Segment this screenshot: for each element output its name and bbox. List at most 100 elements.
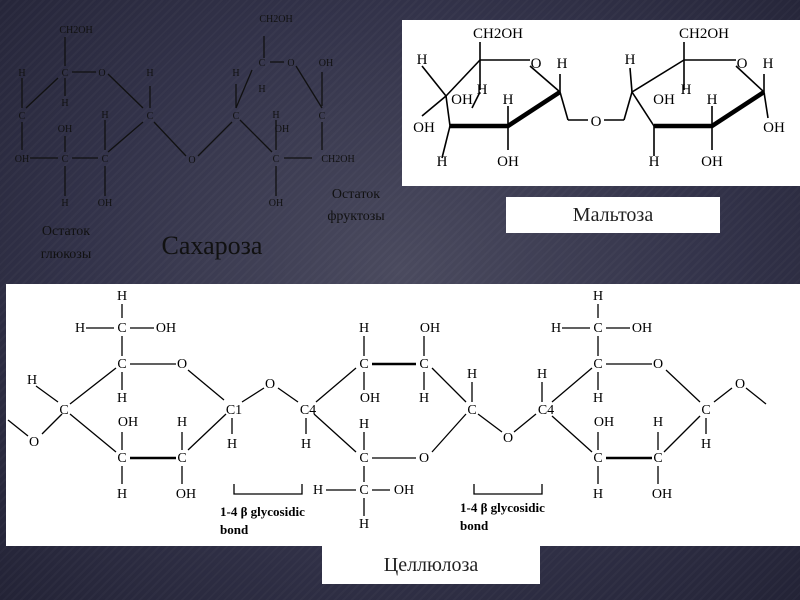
glucose-c: C — [147, 111, 154, 122]
cellulose-c: C — [653, 451, 662, 466]
glucose-oh: OH — [15, 154, 29, 165]
maltose-caption: Мальтоза — [506, 197, 720, 233]
fructose-c: C — [259, 58, 266, 69]
cellulose-c4: C4 — [538, 403, 554, 418]
cellulose-c: C — [359, 483, 368, 498]
cellulose-glycosidic-o: O — [265, 377, 275, 392]
cellulose-h: H — [701, 437, 711, 452]
maltose-h: H — [681, 82, 692, 98]
cellulose-c1: C1 — [226, 403, 242, 418]
cellulose-h: H — [593, 391, 603, 406]
cellulose-o: O — [735, 377, 745, 392]
maltose-h: H — [477, 82, 488, 98]
cellulose-oh: OH — [420, 321, 440, 336]
cellulose-c: C — [59, 403, 68, 418]
cellulose-oh: OH — [632, 321, 652, 336]
glucose-oh: OH — [98, 198, 112, 209]
maltose-oh: OH — [653, 92, 675, 108]
maltose-ch2oh: CH2OH — [679, 26, 729, 42]
glucose-oh: OH — [58, 124, 72, 135]
cellulose-h: H — [75, 321, 85, 336]
cellulose-h: H — [227, 437, 237, 452]
glucose-residue-label: Остаток — [42, 224, 90, 239]
cellulose-ring-o: O — [177, 357, 187, 372]
cellulose-h: H — [653, 415, 663, 430]
maltose-ring-o: O — [531, 56, 542, 72]
cellulose-c: C — [467, 403, 476, 418]
fructose-h: H — [258, 84, 265, 95]
glucose-h: H — [101, 110, 108, 121]
fructose-oh: OH — [275, 124, 289, 135]
cellulose-c: C — [117, 451, 126, 466]
sucrose-diagram: CH2OH C O H H H C C OH H OH C C H OH O C… — [15, 14, 386, 262]
fructose-ch2oh: CH2OH — [259, 14, 292, 25]
cellulose-c: C — [177, 451, 186, 466]
cellulose-oh: OH — [594, 415, 614, 430]
cellulose-oh: OH — [176, 487, 196, 502]
fructose-c: C — [319, 111, 326, 122]
glucose-h: H — [61, 98, 68, 109]
glucose-h: H — [146, 68, 153, 79]
maltose-panel — [402, 20, 800, 186]
cellulose-c: C — [359, 357, 368, 372]
cellulose-h: H — [117, 289, 127, 304]
cellulose-h: H — [301, 437, 311, 452]
cellulose-oh: OH — [652, 487, 672, 502]
glucose-ring-o: O — [98, 68, 105, 79]
bond-label-1: 1-4 β glycosidic — [220, 504, 305, 519]
maltose-h: H — [649, 154, 660, 170]
cellulose-oh: OH — [118, 415, 138, 430]
glucose-h: H — [61, 198, 68, 209]
cellulose-h: H — [359, 417, 369, 432]
cellulose-c: C — [593, 451, 602, 466]
maltose-oh: OH — [413, 120, 435, 136]
maltose-h: H — [503, 92, 514, 108]
cellulose-c: C — [359, 451, 368, 466]
cellulose-c4: C4 — [300, 403, 316, 418]
glucose-c: C — [102, 154, 109, 165]
fructose-oh: OH — [319, 58, 333, 69]
cellulose-glycosidic-o: O — [503, 431, 513, 446]
bond-label-1: bond — [220, 522, 249, 537]
cellulose-c: C — [117, 357, 126, 372]
maltose-oh: OH — [763, 120, 785, 136]
maltose-h: H — [625, 52, 636, 68]
fructose-c: C — [233, 111, 240, 122]
maltose-oh: OH — [497, 154, 519, 170]
maltose-h: H — [417, 52, 428, 68]
glucose-c: C — [19, 111, 26, 122]
cellulose-o: O — [29, 435, 39, 450]
maltose-ch2oh: CH2OH — [473, 26, 523, 42]
cellulose-h: H — [359, 517, 369, 532]
cellulose-ring-o: O — [653, 357, 663, 372]
glucose-c: C — [62, 154, 69, 165]
maltose-oh: OH — [701, 154, 723, 170]
cellulose-oh: OH — [394, 483, 414, 498]
glycosidic-o: O — [188, 155, 195, 166]
cellulose-c: C — [593, 357, 602, 372]
glucose-residue-label: глюкозы — [41, 247, 92, 262]
cellulose-c: C — [419, 357, 428, 372]
cellulose-c: C — [701, 403, 710, 418]
cellulose-oh: OH — [360, 391, 380, 406]
cellulose-c: C — [117, 321, 126, 336]
fructose-h: H — [272, 110, 279, 121]
fructose-residue-label: Остаток — [332, 187, 380, 202]
maltose-h: H — [763, 56, 774, 72]
fructose-oh: OH — [269, 198, 283, 209]
cellulose-h: H — [359, 321, 369, 336]
bond-label-2: bond — [460, 518, 489, 533]
glucose-c1: C — [62, 68, 69, 79]
fructose-c: C — [273, 154, 280, 165]
cellulose-h: H — [177, 415, 187, 430]
cellulose-h: H — [419, 391, 429, 406]
cellulose-caption: Целлюлоза — [322, 546, 540, 584]
cellulose-h: H — [593, 289, 603, 304]
fructose-residue-label: фруктозы — [327, 209, 385, 224]
maltose-diagram: CH2OH O H H OH H H OH H OH O CH2OH O H H… — [413, 26, 785, 170]
maltose-bridge-o: O — [591, 114, 602, 130]
cellulose-h: H — [313, 483, 323, 498]
maltose-ring-o: O — [737, 56, 748, 72]
cellulose-oh: OH — [156, 321, 176, 336]
maltose-h: H — [707, 92, 718, 108]
